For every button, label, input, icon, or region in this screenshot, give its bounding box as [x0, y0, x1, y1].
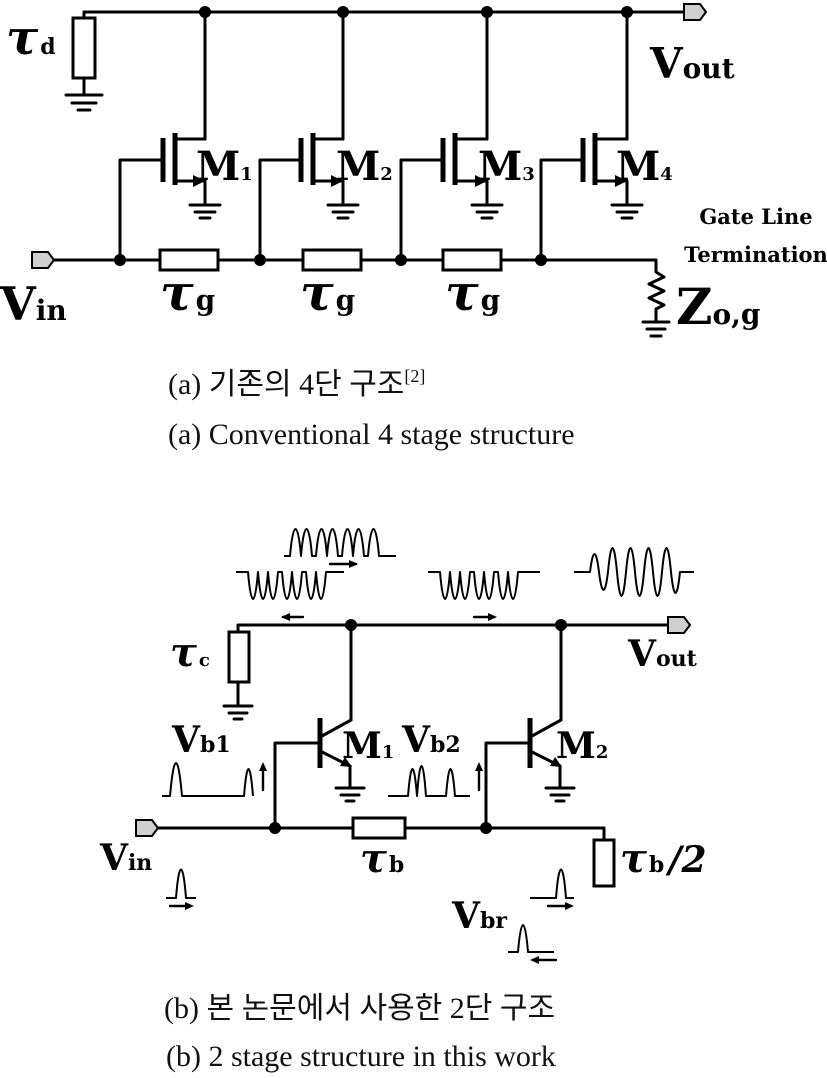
tau-d-resistor — [71, 16, 97, 80]
vout-label-a: Vout — [649, 39, 735, 88]
ground-icon — [64, 93, 104, 112]
tau-b-label: τb — [360, 835, 404, 882]
m2-label-b: M2 — [556, 725, 608, 767]
vin-port-b — [135, 819, 160, 837]
figure-b: τc Vout Vb1 Vb2 M1 M2 Vin τb τb/2 Vbr (b… — [99, 528, 707, 1073]
transistor-m2 — [258, 10, 360, 262]
z-og-label: Zo,g — [676, 277, 761, 336]
transistor-m1 — [118, 10, 222, 262]
m3-label-a: M3 — [478, 143, 535, 190]
pulse-vb1 — [162, 762, 267, 797]
waveform-top — [284, 528, 396, 568]
caption-a-ko: (a) 기존의 4단 구조[2] — [168, 366, 425, 401]
pulse-vb2 — [388, 762, 483, 797]
tau-g-label-1: τg — [160, 263, 215, 322]
base-line — [135, 816, 616, 888]
tau-g-label-2: τg — [300, 263, 355, 322]
tau-g-label-3: τg — [445, 263, 500, 322]
caption-b-en: (b) 2 stage structure in this work — [166, 1040, 556, 1073]
vbr-label: Vbr — [451, 895, 507, 937]
tau-d-label: τd — [6, 10, 56, 66]
caption-a-en: (a) Conventional 4 stage structure — [168, 418, 575, 451]
vin-label-a: Vin — [0, 277, 67, 331]
termination-label-2: Termination — [684, 242, 827, 267]
vout-label-b: Vout — [627, 633, 698, 675]
vout-port-a — [683, 3, 708, 21]
bjt-m2 — [484, 623, 576, 830]
vb2-label: Vb2 — [401, 719, 461, 761]
vin-label-b: Vin — [99, 837, 152, 879]
vb1-label: Vb1 — [171, 719, 231, 761]
transistor-m4 — [539, 10, 644, 262]
tau-b2-resistor — [592, 838, 616, 888]
m1-label-b: M1 — [342, 725, 394, 767]
waveform-middle — [428, 571, 540, 621]
transistor-m3 — [399, 10, 504, 262]
m4-label-a: M4 — [616, 143, 673, 190]
figure-a: τd Vout M1 M2 M3 M4 Vin τg τg τg Gate Li… — [0, 3, 827, 451]
m1-label-a: M1 — [196, 143, 253, 190]
bjt-m1 — [273, 623, 366, 830]
waveform-output — [574, 547, 694, 597]
caption-b-ko: (b) 본 논문에서 사용한 2단 구조 — [164, 992, 555, 1025]
pulse-forward — [530, 868, 574, 910]
gate-line — [31, 248, 671, 338]
vout-port-b — [667, 616, 692, 634]
tau-c-resistor — [227, 630, 251, 684]
pulse-vin — [166, 868, 196, 910]
tau-b2-label: τb/2 — [620, 835, 707, 882]
vin-port-a — [31, 251, 56, 269]
waveform-left — [236, 571, 344, 621]
pulse-vbr — [508, 924, 558, 964]
m2-label-a: M2 — [336, 143, 393, 190]
termination-label-1: Gate Line — [699, 204, 812, 229]
